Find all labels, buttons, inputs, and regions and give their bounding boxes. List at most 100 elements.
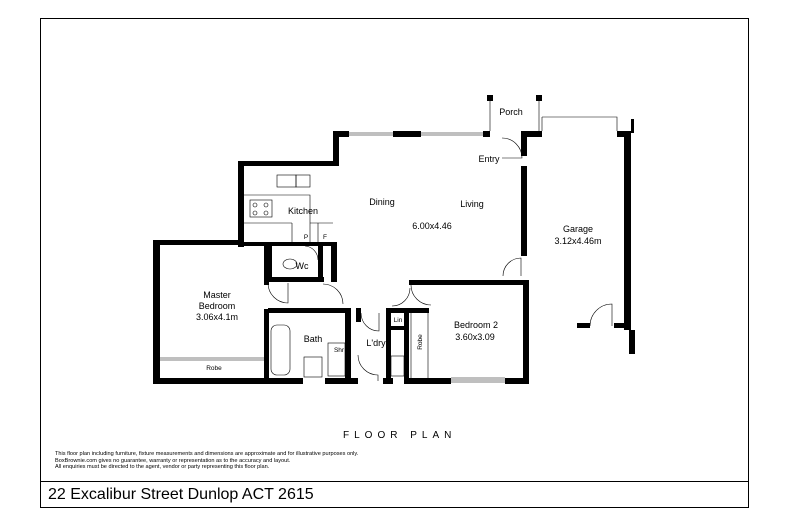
wall-segment: [333, 131, 339, 165]
wall-segment: [238, 242, 337, 246]
label-entry: Entry: [478, 154, 500, 164]
wall-segment: [577, 323, 590, 328]
label-living-dims: 6.00x4.46: [412, 221, 452, 231]
kitchen-sink: [295, 174, 311, 188]
label-shower: Shr: [334, 347, 345, 354]
garage-window: [541, 116, 618, 131]
wall-segment: [268, 277, 324, 282]
wall-segment: [153, 240, 243, 245]
porch-outline: [489, 100, 540, 131]
vanity: [303, 356, 323, 378]
living-door: [502, 257, 522, 277]
window: [421, 132, 483, 136]
window: [451, 377, 505, 383]
laundry-tub: [390, 355, 405, 377]
wall-segment: [487, 95, 493, 101]
wall-segment: [331, 246, 337, 282]
wall-segment: [505, 378, 529, 384]
wall-segment: [264, 309, 269, 384]
label-garage-dims: 3.12x4.46m: [554, 236, 601, 246]
wall-segment: [290, 378, 303, 384]
window: [349, 132, 393, 136]
wall-segment: [153, 378, 292, 384]
disclaimer-line: This floor plan including furniture, fix…: [55, 451, 359, 457]
label-bedroom2: Bedroom 2: [454, 320, 498, 330]
laundry-ext-door: [357, 354, 379, 381]
property-address: 22 Excalibur Street Dunlop ACT 2615: [48, 486, 314, 503]
wall-segment: [409, 280, 529, 285]
robe-bed2-outline: [410, 313, 429, 378]
wall-segment: [404, 308, 429, 313]
label-living: Living: [460, 199, 484, 209]
walls: [153, 95, 635, 384]
plan-frame: [40, 18, 749, 508]
label-pantry: P: [304, 234, 308, 241]
label-linen: Lin: [394, 317, 403, 324]
wall-segment: [521, 166, 527, 256]
wall-segment: [483, 131, 490, 137]
label-fridge: F: [323, 234, 327, 241]
robe-line: [160, 357, 264, 361]
label-master-dims: 3.06x4.1m: [196, 312, 238, 322]
wall-segment: [268, 308, 350, 313]
wall-segment: [522, 131, 542, 137]
wall-segment: [521, 131, 527, 156]
shower-base: [327, 342, 346, 377]
label-bath: Bath: [304, 334, 323, 344]
wall-segment: [345, 308, 351, 384]
disclaimer: This floor plan including furniture, fix…: [55, 451, 415, 471]
wc-door: [304, 245, 319, 261]
wall-segment: [393, 131, 421, 137]
plan-title: FLOOR PLAN: [343, 430, 457, 441]
thin-lines: [160, 100, 618, 383]
disclaimer-line: All enquiries must be directed to the ag…: [55, 464, 270, 471]
burner: [252, 210, 258, 216]
bedroom2-door: [410, 284, 432, 306]
toilet: [282, 258, 298, 270]
wall-segment: [153, 240, 160, 384]
label-robe-master: Robe: [206, 365, 222, 372]
label-master-line1: Master: [203, 290, 231, 300]
burner: [263, 202, 269, 208]
wall-segment: [614, 323, 630, 328]
burner: [252, 202, 258, 208]
wall-segment: [617, 131, 630, 137]
disclaimer-line: BoxBrownie.com gives no guarantee, warra…: [55, 457, 291, 464]
wall-segment: [238, 161, 339, 166]
wall-segment: [386, 308, 391, 384]
bathtub: [270, 324, 291, 376]
wall-segment: [318, 246, 323, 282]
label-wc: Wc: [296, 261, 309, 271]
kitchen-bench: [244, 194, 333, 242]
wall-segment: [523, 280, 529, 384]
label-dining: Dining: [369, 197, 395, 207]
wall-segment: [264, 246, 268, 281]
label-robe-bed2: Robe: [417, 334, 424, 350]
wall-segment: [383, 378, 393, 384]
garage-door: [589, 303, 613, 327]
entry-door: [501, 137, 523, 159]
label-master-line2: Bedroom: [199, 301, 236, 311]
bath-door: [322, 283, 344, 305]
wall-segment: [333, 131, 349, 137]
kitchen-sink: [276, 174, 297, 188]
cooktop: [249, 199, 273, 218]
wall-segment: [391, 326, 409, 330]
label-kitchen: Kitchen: [288, 206, 318, 216]
label-laundry: L'dry: [366, 338, 386, 348]
label-porch: Porch: [499, 107, 523, 117]
wall-segment: [404, 308, 409, 384]
wall-segment: [268, 246, 272, 282]
wall-segment: [264, 277, 269, 285]
wall-segment: [629, 330, 635, 354]
address-bar: [40, 481, 749, 508]
wall-segment: [409, 378, 451, 384]
burner: [263, 210, 269, 216]
label-bedroom2-dims: 3.60x3.09: [455, 332, 495, 342]
wall-segment: [631, 119, 634, 133]
wall-segment: [238, 161, 244, 247]
wall-segment: [325, 378, 358, 384]
linen-door: [391, 287, 411, 307]
master-door: [267, 282, 289, 304]
